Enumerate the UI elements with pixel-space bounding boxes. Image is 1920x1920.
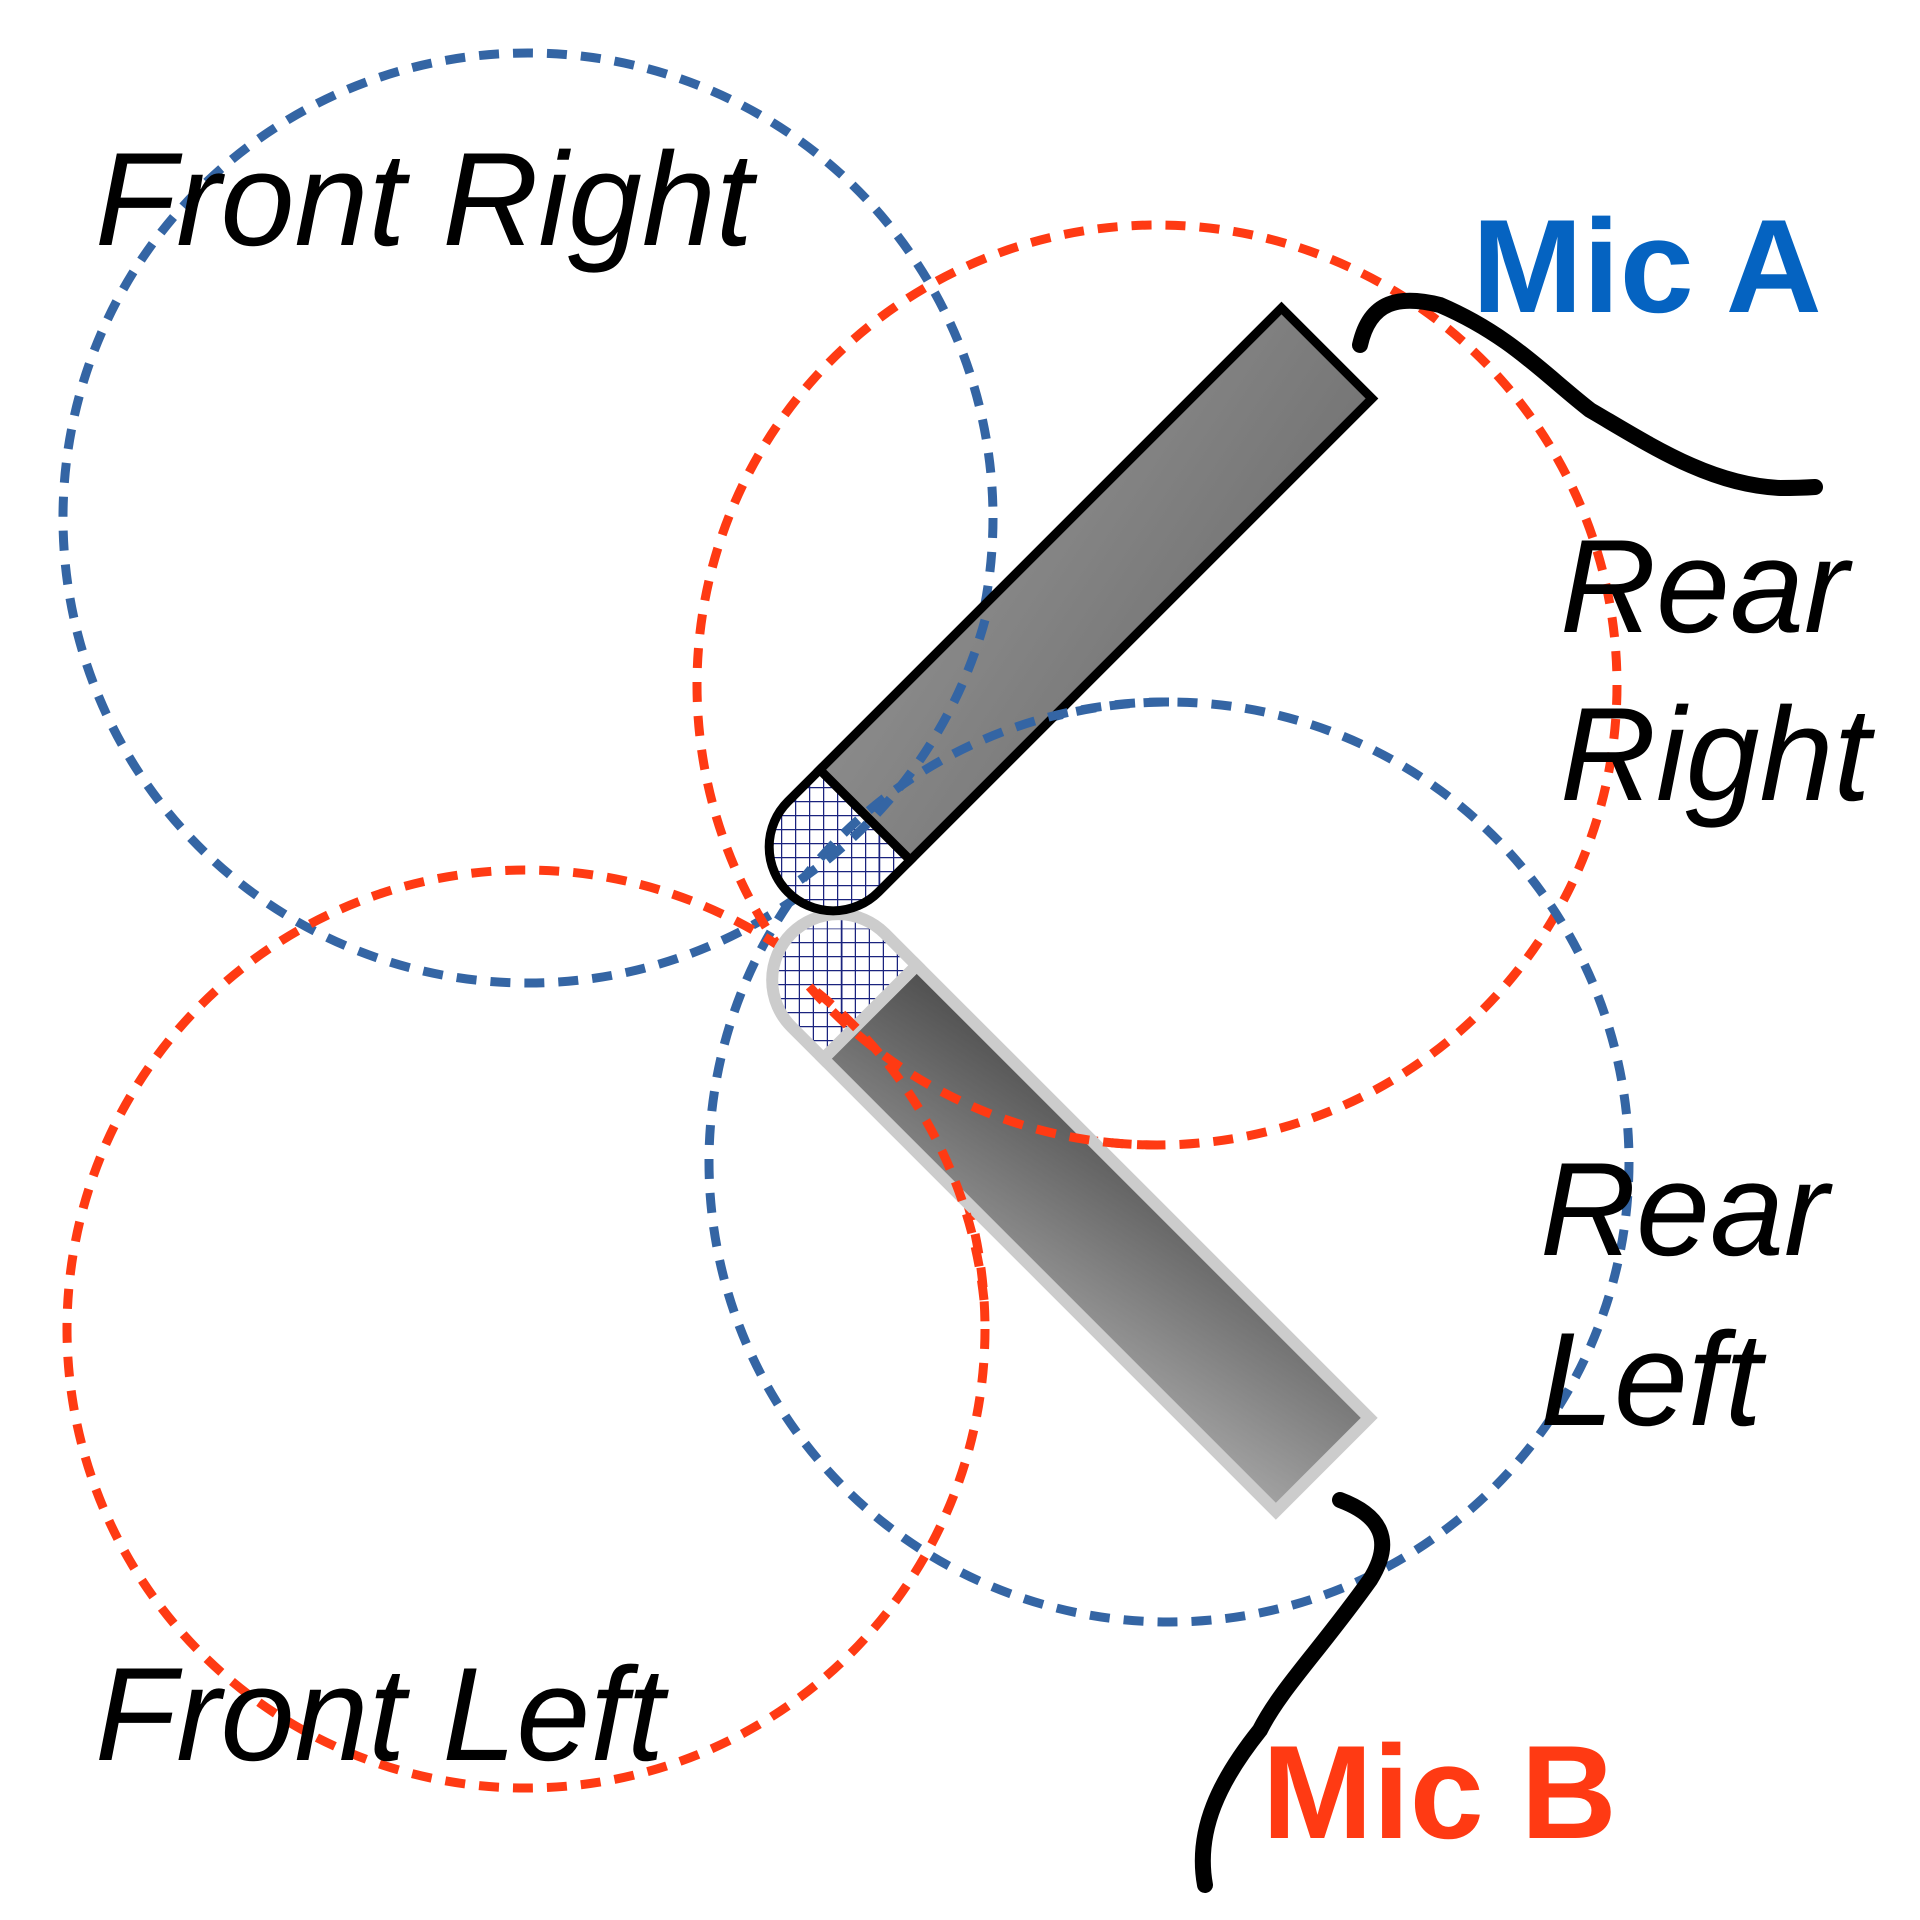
mic-a-cable	[1352, 292, 1823, 497]
lobe-front-left-overlay	[805, 981, 989, 1301]
label-rear-left-line1: Rear	[1540, 1136, 1833, 1284]
mic-b-body	[814, 956, 1378, 1520]
label-rear-right-line1: Rear	[1560, 513, 1853, 661]
label-mic-b: Mic B	[1262, 1719, 1617, 1867]
mic-b-grille	[766, 908, 926, 1068]
label-rear-right-line2: Right	[1560, 681, 1876, 829]
lobe-rear-right-overlay	[804, 982, 1158, 1150]
lobe-front-left	[62, 865, 990, 1793]
label-front-right: Front Right	[95, 126, 758, 274]
lobe-rear-left	[704, 697, 1634, 1627]
label-mic-a: Mic A	[1472, 193, 1822, 341]
lobe-front-right	[58, 48, 998, 988]
mic-b	[766, 908, 1391, 1893]
label-rear-left-line2: Left	[1540, 1306, 1767, 1454]
lobe-overlays	[797, 618, 1170, 1301]
label-front-left: Front Left	[95, 1641, 669, 1789]
mic-b-cable	[1194, 1492, 1391, 1893]
lobe-rear-left-overlay	[799, 697, 1170, 882]
lobe-front-right-overlay	[797, 618, 990, 884]
